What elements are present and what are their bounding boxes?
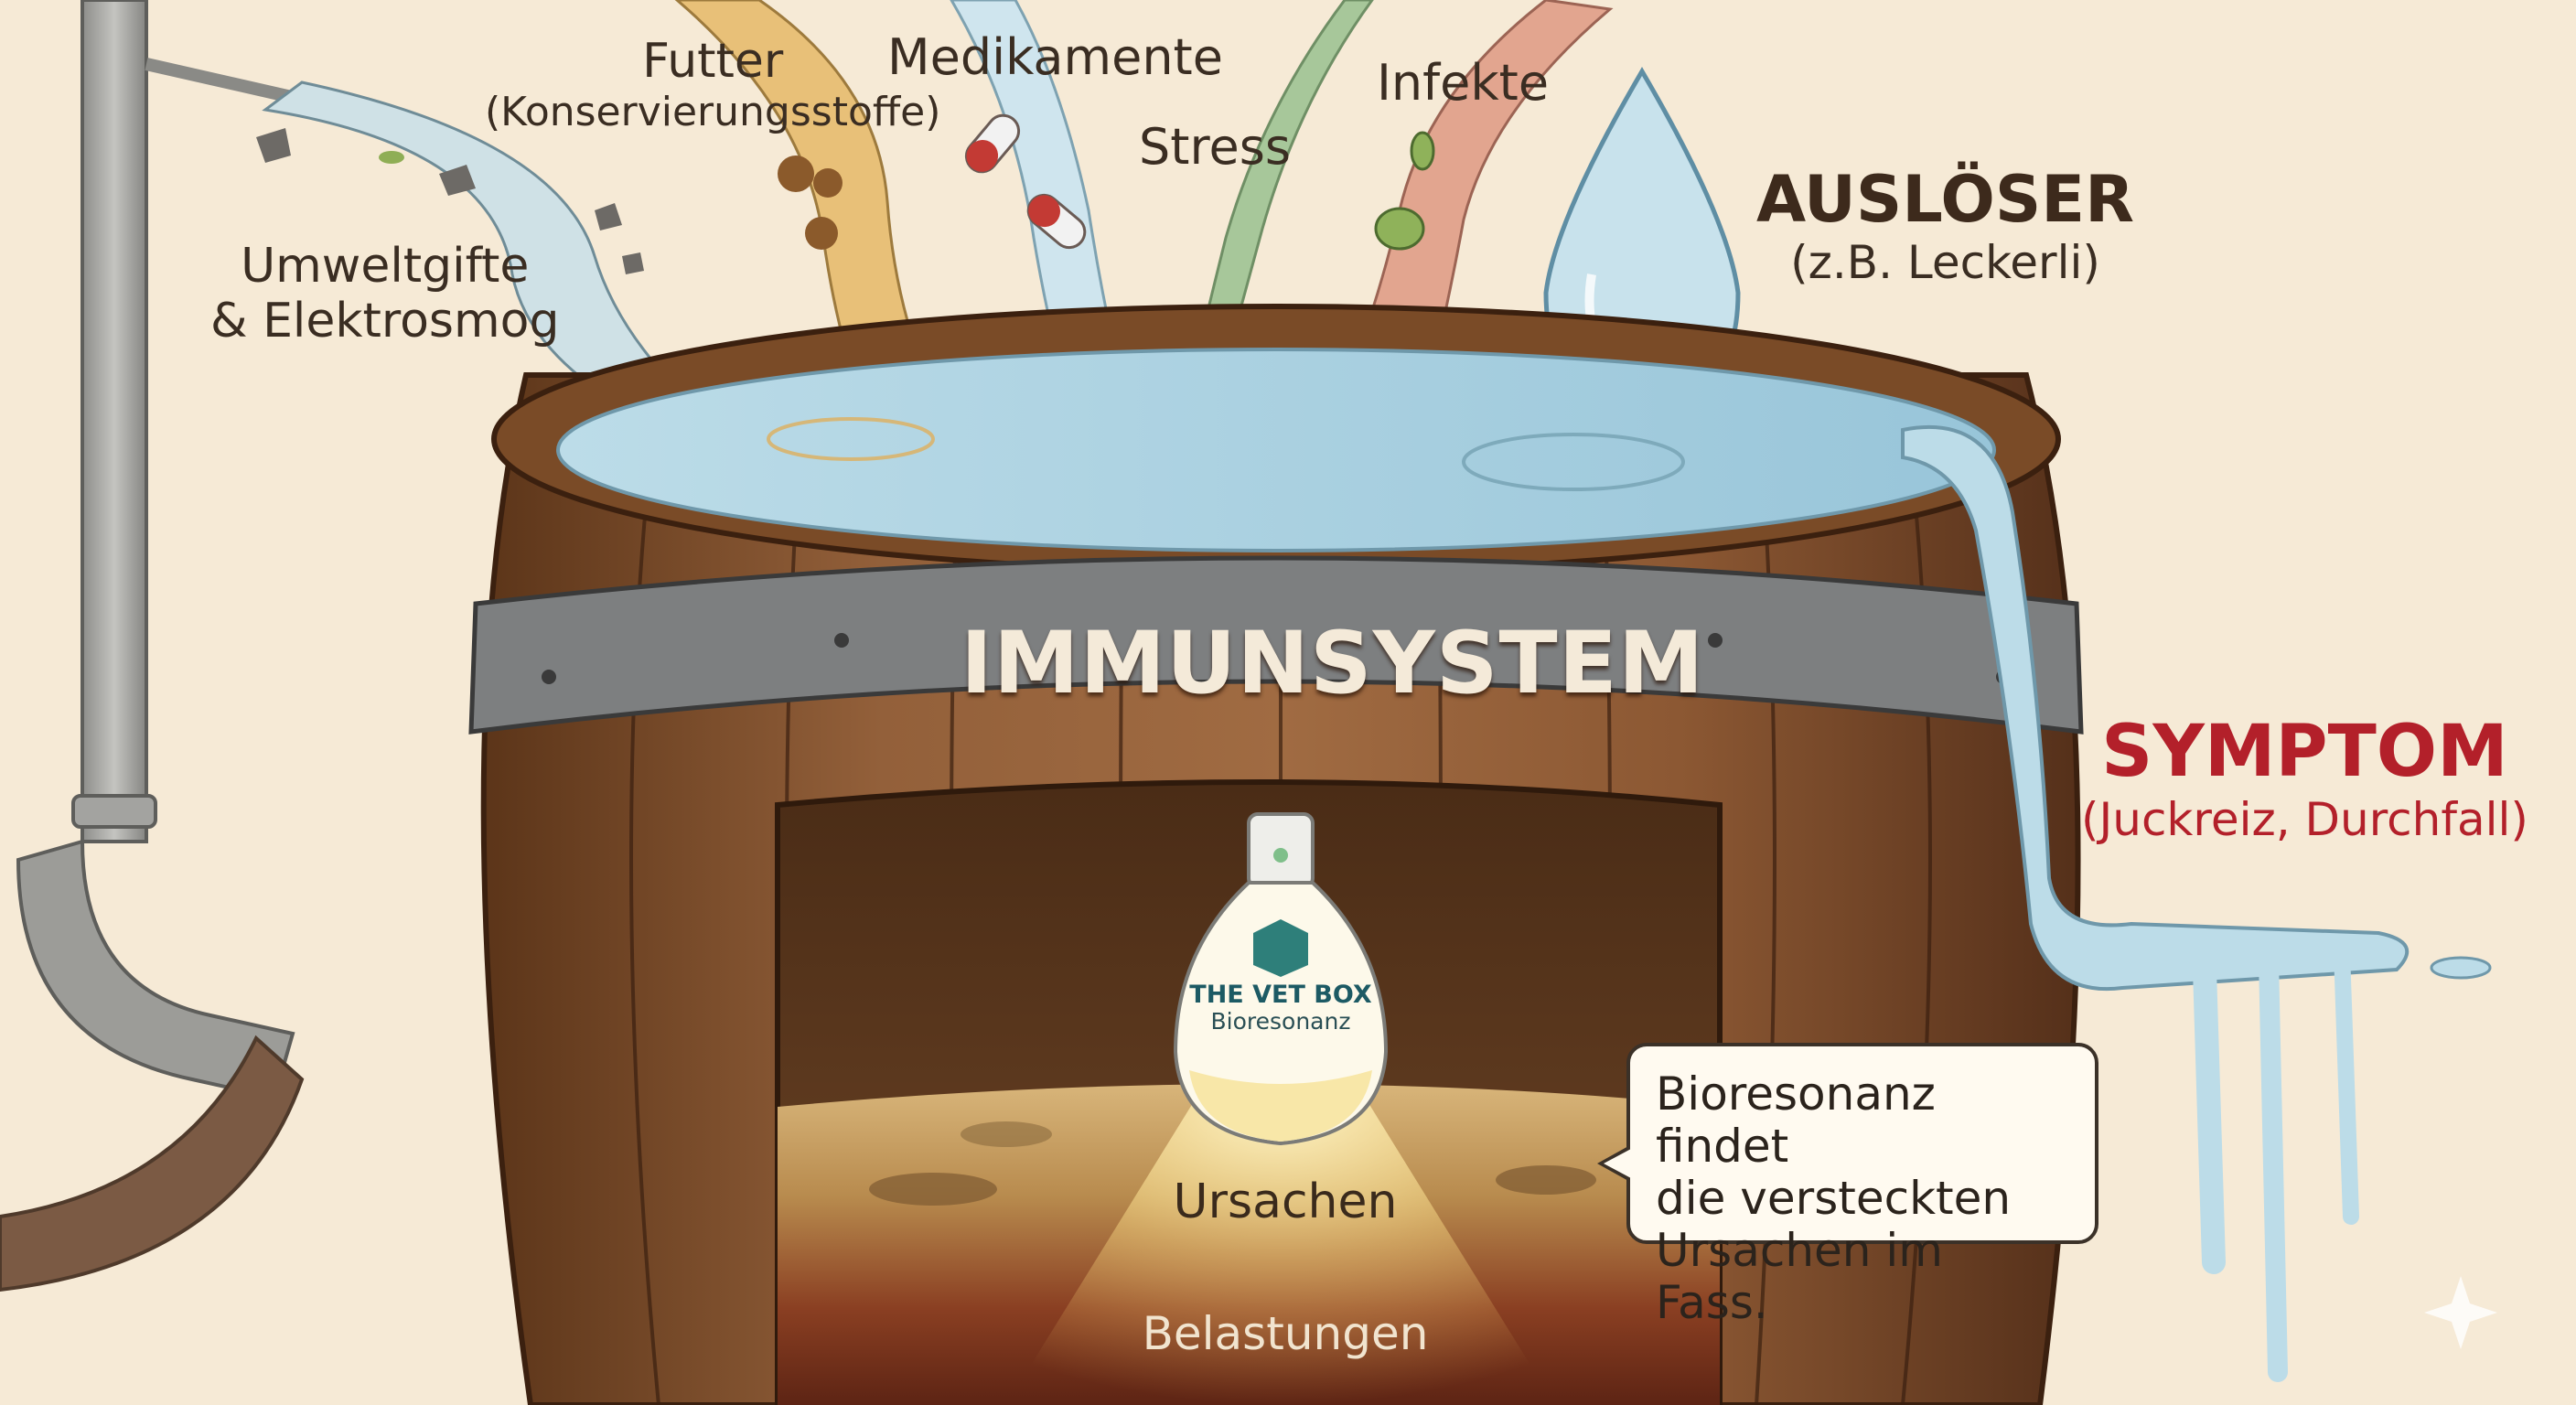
overflow-water xyxy=(1901,424,2492,1382)
pill-icon xyxy=(964,113,1087,250)
source-label-infection: Infekte xyxy=(1377,54,1550,112)
source-label-food: Futter (Konservierungsstoffe) xyxy=(485,34,941,135)
trigger-title: AUSLÖSER xyxy=(1756,162,2135,237)
barrel-label: IMMUNSYSTEM xyxy=(961,614,1705,713)
source-label-environment: Umweltgifte & Elektrosmog xyxy=(210,239,560,349)
brand-name: THE VET BOX xyxy=(1189,981,1372,1009)
causes-label: Ursachen xyxy=(1173,1174,1398,1229)
sparkle-icon xyxy=(2424,1276,2497,1349)
trigger-label: AUSLÖSER (z.B. Leckerli) xyxy=(1756,163,2134,289)
toxin-particles xyxy=(256,128,644,274)
explanation-callout: Bioresonanz findet die versteckten Ursac… xyxy=(1597,1043,2098,1329)
symptom-label: SYMPTOM (Juckreiz, Durchfall) xyxy=(2081,711,2528,846)
bioresonance-lamp xyxy=(1173,812,1389,1146)
trigger-subtitle: (z.B. Leckerli) xyxy=(1790,235,2100,289)
food-kibble xyxy=(778,156,843,250)
drain-pipe xyxy=(0,0,349,1292)
source-label-stress: Stress xyxy=(1139,118,1291,176)
lamp-brand: THE VET BOX Bioresonanz xyxy=(1157,981,1404,1035)
symptom-title: SYMPTOM xyxy=(2101,711,2508,793)
brand-subtitle: Bioresonanz xyxy=(1210,1008,1351,1035)
burdens-label: Belastungen xyxy=(1142,1307,1429,1360)
source-label-medication: Medikamente xyxy=(887,28,1223,86)
vet-box-logo-icon xyxy=(1253,919,1308,977)
symptom-subtitle: (Juckreiz, Durchfall) xyxy=(2081,792,2528,846)
